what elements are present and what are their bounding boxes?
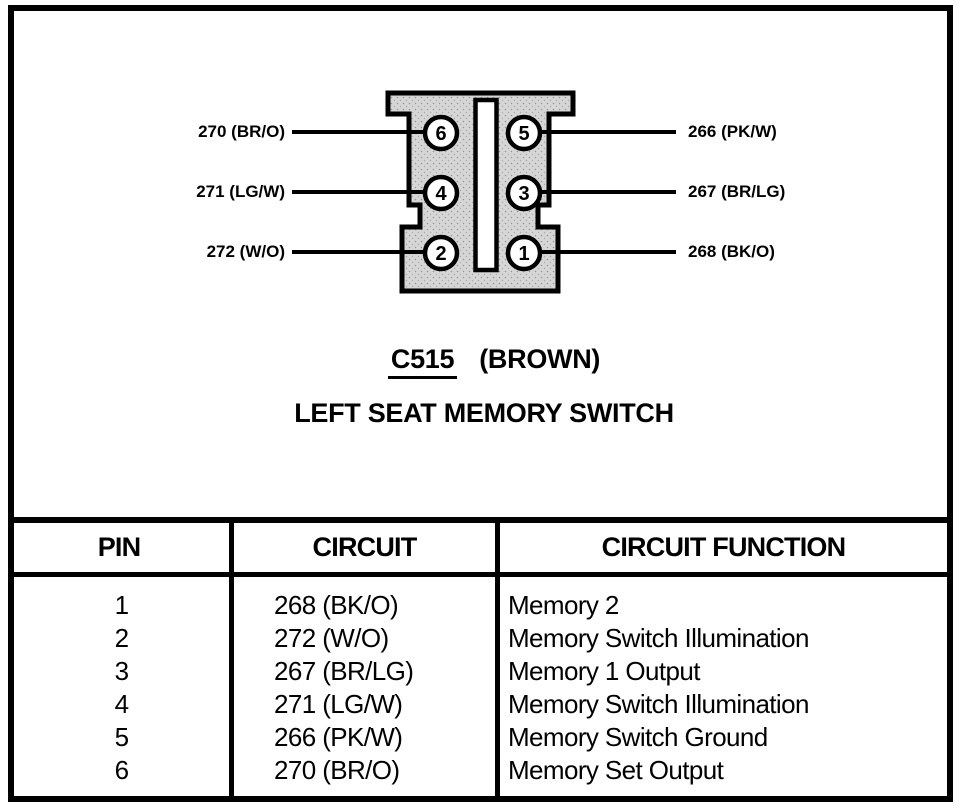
- pin-circle-2: [422, 234, 460, 272]
- table-cell-function: Memory Switch Illumination: [508, 623, 809, 653]
- pin-number-3: 3: [518, 183, 529, 205]
- pin-number-5: 5: [518, 123, 529, 145]
- table-cell-circuit: 270 (BR/O): [274, 755, 400, 785]
- table-cell-pin: 1: [114, 590, 129, 620]
- table-cell-function: Memory Switch Illumination: [508, 689, 809, 719]
- wire-line-pin2: [292, 250, 424, 254]
- pin-number-2: 2: [435, 243, 446, 265]
- wire-line-pin1: [540, 250, 676, 254]
- table-header-circuit: CIRCUIT: [312, 532, 418, 562]
- table-header-rule: [8, 572, 953, 577]
- table-cell-pin: 5: [114, 722, 129, 752]
- connector-keyway: [473, 97, 499, 273]
- table-top-rule: [8, 517, 953, 523]
- connector-caption: C515 (BROWN): [14, 344, 960, 379]
- wire-label-pin5: 266 (PK/W): [688, 122, 777, 141]
- wire-label-pin2: 272 (W/O): [206, 242, 285, 261]
- table-cell-circuit: 267 (BR/LG): [274, 656, 414, 686]
- pin-circle-6: [422, 114, 460, 152]
- wire-label-pin6: 270 (BR/O): [198, 122, 285, 141]
- diagram-title: LEFT SEAT MEMORY SWITCH: [294, 398, 674, 428]
- table-cell-function: Memory 2: [508, 590, 619, 620]
- connector-id: C515: [387, 344, 458, 379]
- table-cell-function: Memory 1 Output: [508, 656, 700, 686]
- table-cell-pin: 4: [114, 689, 129, 719]
- pin-number-1: 1: [518, 243, 529, 265]
- wire-label-pin1: 268 (BK/O): [688, 242, 775, 261]
- table-header-pin: PIN: [97, 532, 141, 562]
- wire-label-pin4: 271 (LG/W): [196, 182, 285, 201]
- wire-line-pin5: [540, 130, 676, 134]
- table-cell-pin: 3: [114, 656, 129, 686]
- pin-number-6: 6: [435, 123, 446, 145]
- page-frame: [8, 5, 953, 802]
- wire-line-pin6: [292, 130, 424, 134]
- wire-label-pin3: 267 (BR/LG): [688, 182, 786, 201]
- connector-color-label: (BROWN): [479, 344, 601, 374]
- table-cell-pin: 2: [114, 623, 129, 653]
- pin-number-4: 4: [435, 183, 447, 205]
- table-cell-circuit: 266 (PK/W): [274, 722, 403, 752]
- wire-line-pin3: [540, 190, 676, 194]
- table-column-rule-1: [229, 517, 234, 802]
- wire-line-pin4: [292, 190, 424, 194]
- connector-diagram: 6 5 4 3 2 1: [385, 90, 576, 294]
- table-cell-circuit: 268 (BK/O): [274, 590, 399, 620]
- table-cell-function: Memory Set Output: [508, 755, 724, 785]
- table-header-function: CIRCUIT FUNCTION: [601, 532, 846, 562]
- table-cell-circuit: 272 (W/O): [274, 623, 389, 653]
- table-cell-pin: 6: [114, 755, 129, 785]
- table-cell-function: Memory Switch Ground: [508, 722, 768, 752]
- table-cell-circuit: 271 (LG/W): [274, 689, 403, 719]
- pin-circle-4: [422, 174, 460, 212]
- table-column-rule-2: [495, 517, 500, 802]
